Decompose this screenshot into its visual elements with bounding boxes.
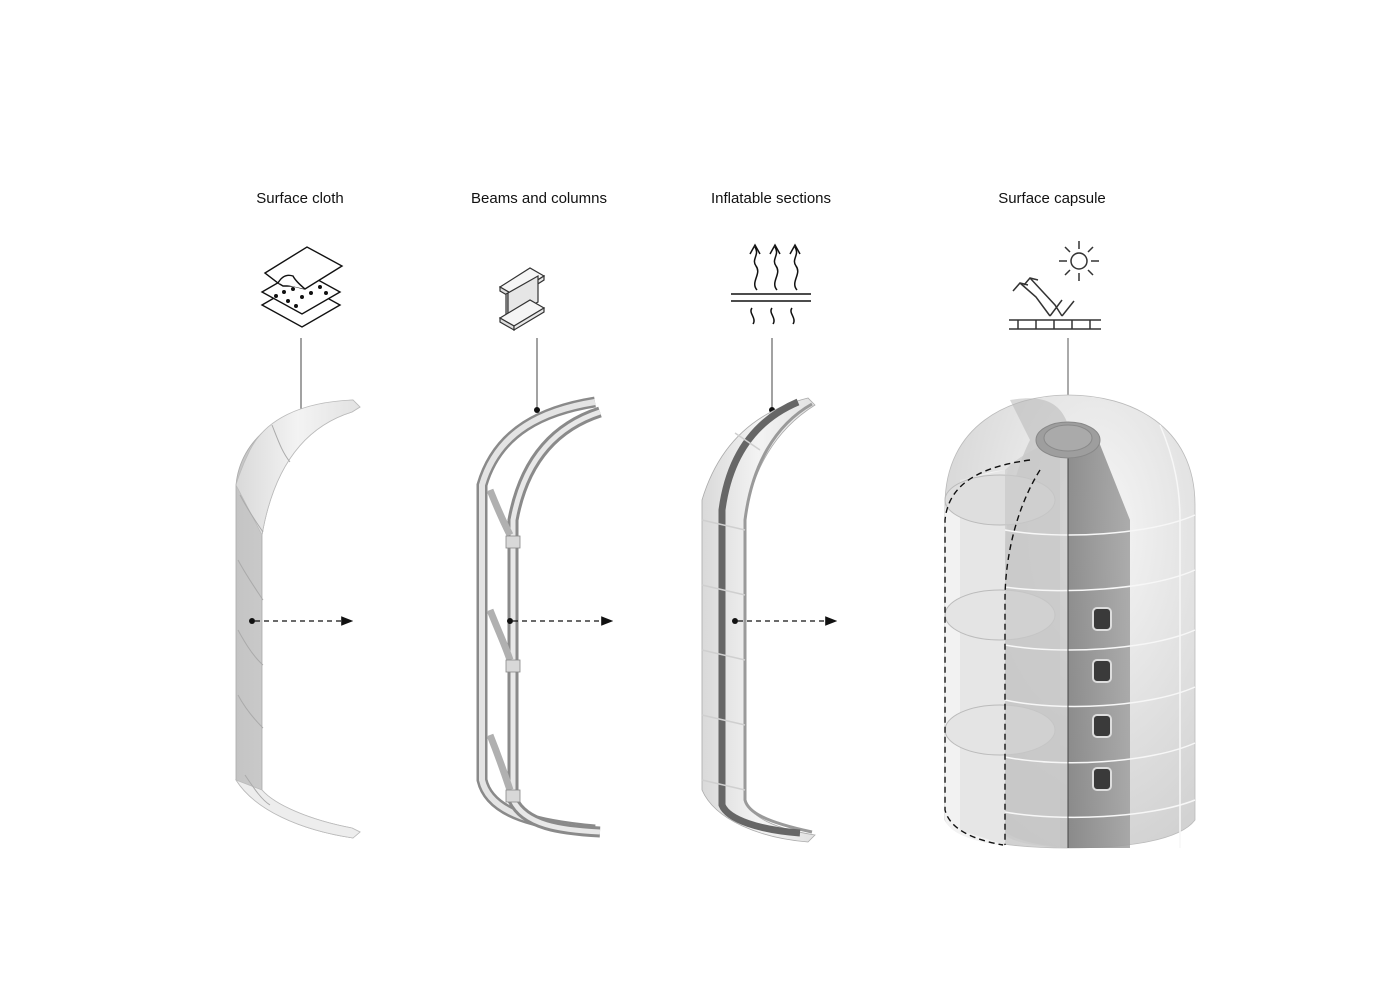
flow-arrows [249, 616, 838, 626]
surface-capsule-model [944, 394, 1196, 849]
surface-cloth-model [235, 399, 361, 839]
beams-columns-model [476, 396, 602, 838]
inflatable-sections-model [701, 397, 816, 843]
label-surface-capsule: Surface capsule [998, 190, 1106, 207]
sun-reflection-icon [1009, 241, 1101, 330]
layered-sheets-icon [260, 246, 344, 328]
window [1092, 607, 1112, 791]
rising-air-icon [731, 243, 811, 325]
label-beams-and-columns: Beams and columns [471, 190, 607, 207]
leader-dot [534, 407, 540, 413]
label-inflatable-sections: Inflatable sections [710, 190, 832, 207]
i-beam-icon [498, 267, 546, 332]
label-surface-cloth: Surface cloth [256, 190, 344, 207]
cutaway-dashed-outline [944, 459, 1031, 846]
